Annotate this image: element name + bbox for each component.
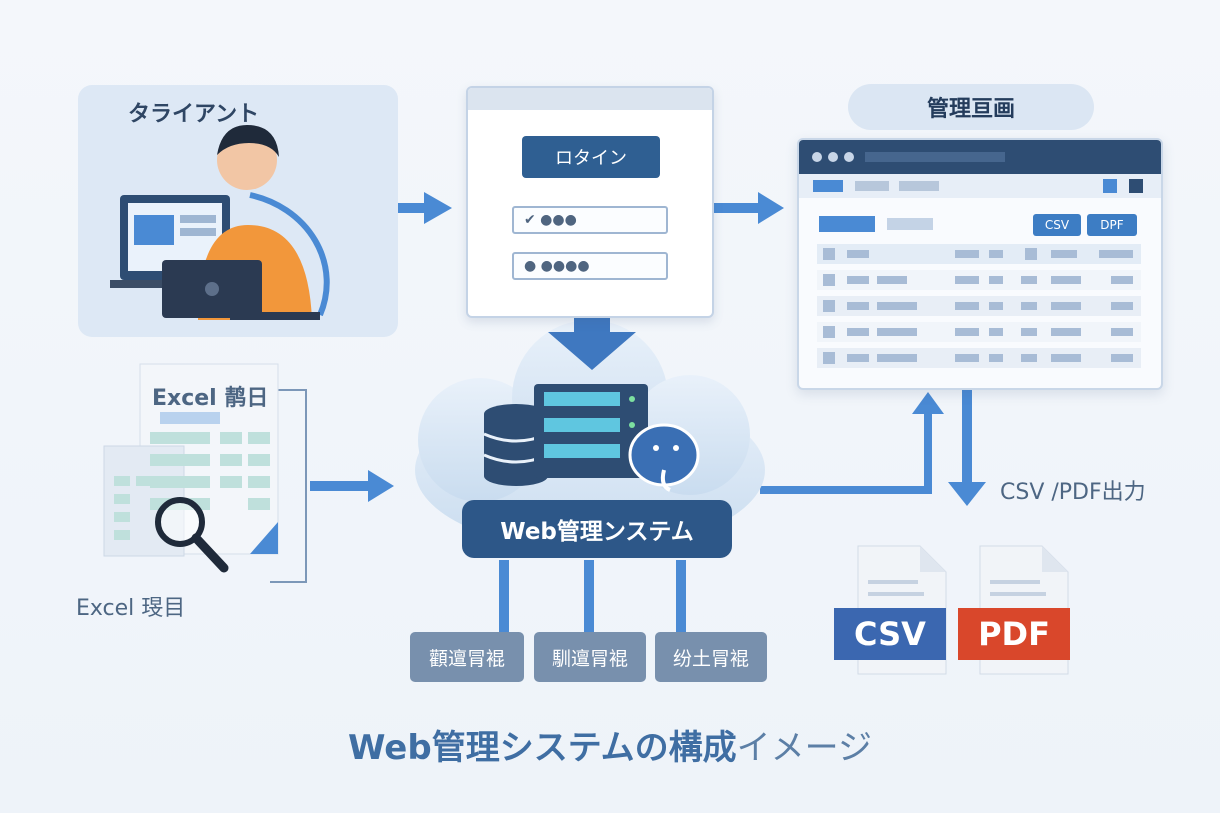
password-field[interactable]: ● ●●●● bbox=[512, 252, 668, 280]
output-label: CSV /PDF出力 bbox=[1000, 480, 1146, 505]
module-1: 顴邅冐裩 bbox=[410, 632, 524, 682]
arrow-excel-to-system bbox=[270, 389, 394, 583]
admin-window-titlebar bbox=[799, 140, 1161, 174]
caption-main: Web管理システムの構成 bbox=[348, 728, 737, 768]
arrow-login-to-admin bbox=[712, 192, 784, 224]
user-with-laptop-icon bbox=[110, 125, 330, 320]
postgresql-elephant-icon bbox=[628, 423, 700, 492]
admin-pdf-button[interactable]: DPF bbox=[1087, 214, 1137, 236]
arrow-admin-to-output bbox=[948, 388, 986, 506]
diagram-caption: Web管理システムの構成イメージ bbox=[0, 720, 1220, 769]
excel-spreadsheet-icon bbox=[103, 363, 279, 573]
pdf-badge: PDF bbox=[958, 608, 1070, 660]
admin-window: CSV DPF bbox=[797, 138, 1163, 390]
login-window-titlebar bbox=[468, 88, 712, 110]
window-dots-icon bbox=[812, 152, 1005, 162]
arrow-system-to-admin bbox=[760, 392, 944, 494]
client-title: タライアント bbox=[128, 102, 260, 127]
admin-csv-button[interactable]: CSV bbox=[1033, 214, 1081, 236]
excel-subtitle: Excel 琝目 bbox=[76, 596, 186, 621]
admin-screen-title: 管理亘画 bbox=[848, 84, 1094, 130]
server-icon bbox=[534, 384, 648, 478]
system-label: Web管理ンステム bbox=[462, 500, 732, 558]
module-3: 纷土冐裩 bbox=[655, 632, 767, 682]
login-window: ロタイン ✔ ●●● ● ●●●● bbox=[466, 86, 714, 318]
module-2: 馴邅冐裩 bbox=[534, 632, 646, 682]
csv-badge: CSV bbox=[834, 608, 946, 660]
caption-light: イメージ bbox=[736, 728, 872, 768]
module-connectors bbox=[499, 560, 686, 632]
excel-title: Excel 䴖日 bbox=[152, 386, 269, 411]
username-field[interactable]: ✔ ●●● bbox=[512, 206, 668, 234]
login-button[interactable]: ロタイン bbox=[522, 136, 660, 178]
admin-toolbar bbox=[799, 174, 1161, 198]
admin-table bbox=[817, 216, 1141, 368]
